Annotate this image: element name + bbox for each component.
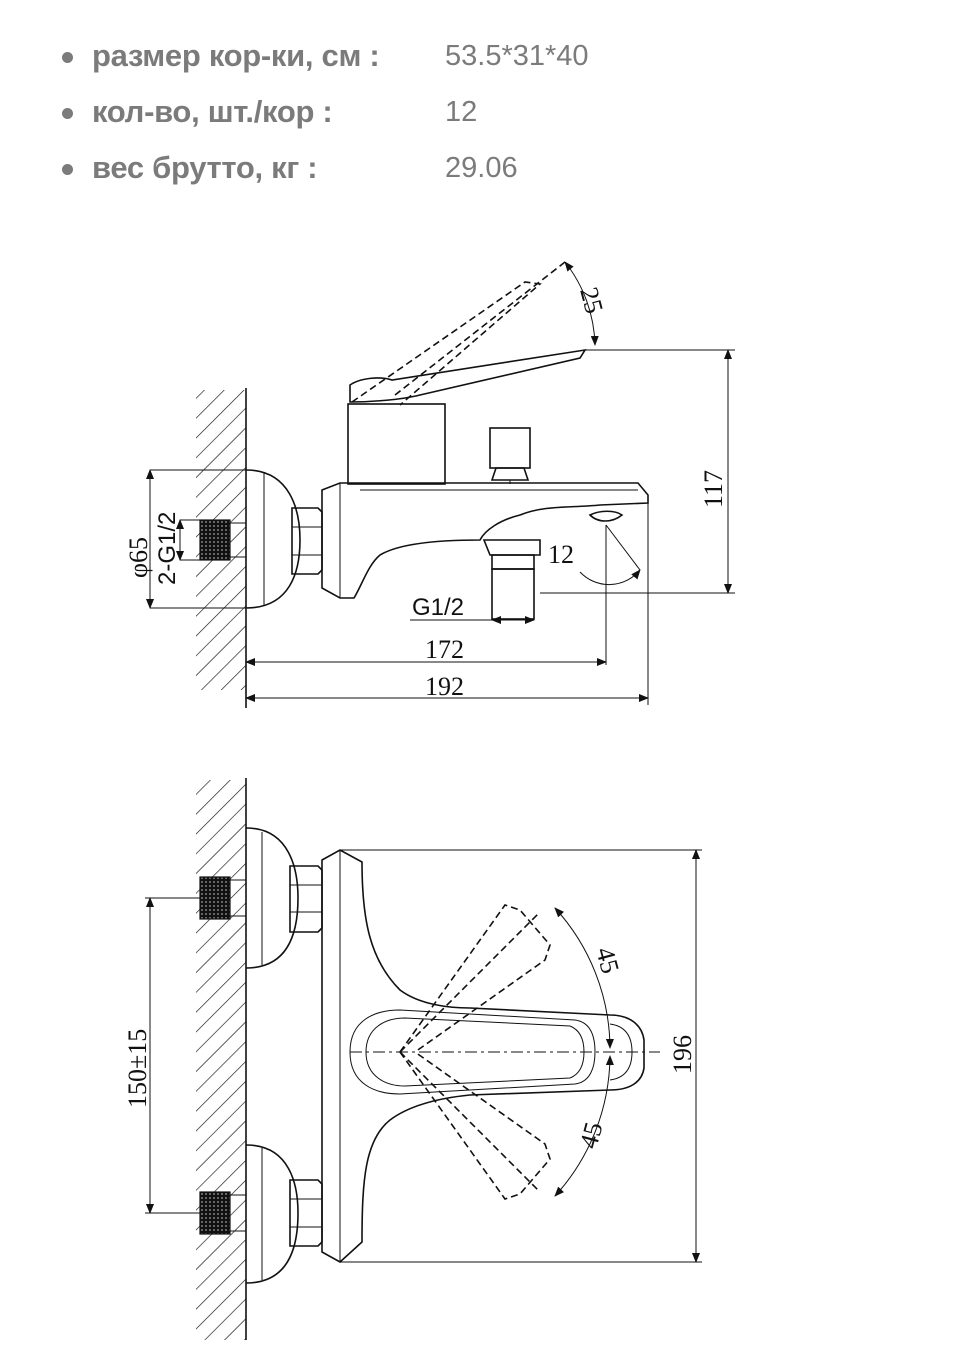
shower-outlet-body <box>482 539 541 556</box>
spec-label: вес брутто, кг : <box>92 150 318 185</box>
dim-inlet-spacing: 150±15 <box>123 1029 152 1108</box>
inlet-fitting-lower <box>199 1191 231 1235</box>
side-view: φ65 2-G1/2 25 117 12 G1/2 172 192 <box>124 261 735 708</box>
escutcheon-upper <box>245 827 299 969</box>
spec-label: кол-во, шт./кор : <box>92 94 333 129</box>
diverter-knob <box>489 427 531 469</box>
dim-outlet-thread: G1/2 <box>412 594 464 621</box>
escutcheon-lower <box>245 1144 299 1284</box>
dim-inlet-thread: 2-G1/2 <box>154 512 181 585</box>
spec-value: 12 <box>445 96 478 128</box>
spec-row-box-size: размер кор-ки, см : 53.5*31*40 <box>60 30 660 86</box>
dim-spout-angle: 12 <box>548 540 574 569</box>
cartridge-cover <box>347 403 446 485</box>
spec-label: размер кор-ки, см : <box>92 38 380 73</box>
hex-nut-lower <box>289 1179 323 1247</box>
lever-side <box>349 348 587 403</box>
lever-raised-ghost <box>351 281 542 406</box>
spec-row-gross-weight: вес брутто, кг : 29.06 <box>60 142 660 198</box>
escutcheon-side <box>245 469 301 609</box>
dim-rotation-lower: 45 <box>574 1119 609 1152</box>
spec-list: размер кор-ки, см : 53.5*31*40 кол-во, ш… <box>60 30 660 198</box>
bullet-icon <box>62 164 73 175</box>
dim-depth-total: 192 <box>425 672 464 701</box>
mixer-body-side <box>321 482 649 599</box>
spec-value: 53.5*31*40 <box>445 40 589 72</box>
inlet-fitting-upper <box>199 876 231 920</box>
wall-hatch-top <box>196 778 247 1340</box>
dim-width: 196 <box>668 1035 697 1074</box>
dim-depth-spout: 172 <box>425 635 464 664</box>
hex-nut-side <box>291 507 323 575</box>
inlet-fitting-side <box>199 519 231 561</box>
dim-height: 117 <box>699 470 728 508</box>
lever-top <box>349 1009 596 1095</box>
shower-outlet-thread <box>491 568 535 620</box>
bullet-icon <box>62 108 73 119</box>
dim-diameter: φ65 <box>124 537 153 578</box>
lever-rotated-up-ghost <box>399 904 551 1053</box>
spout-aerator <box>588 510 624 522</box>
spec-value: 29.06 <box>445 152 518 184</box>
hex-nut-upper <box>289 865 323 933</box>
lever-rotated-down-ghost <box>399 1051 551 1200</box>
spec-row-quantity: кол-во, шт./кор : 12 <box>60 86 660 142</box>
mixer-body-top <box>321 849 645 1263</box>
bullet-icon <box>62 52 73 63</box>
dim-lever-angle: 25 <box>574 284 609 317</box>
top-view: 45 45 150±15 196 <box>123 778 702 1340</box>
